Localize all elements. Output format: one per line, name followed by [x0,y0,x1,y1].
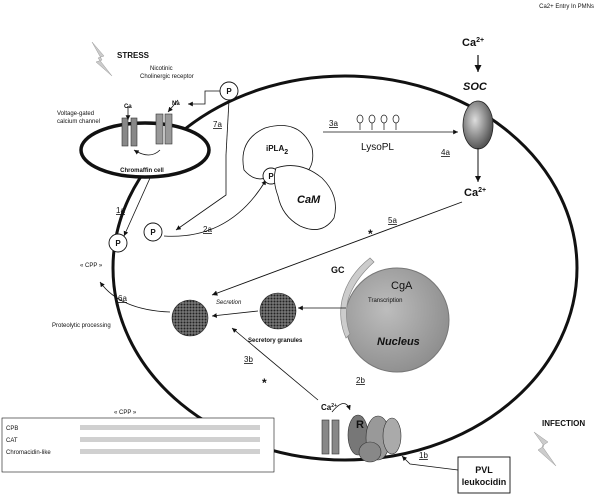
svg-text:P: P [226,87,232,96]
header-title: Ca2+ Entry In PMNs [539,4,594,10]
step-2b: 2b [356,376,365,385]
cam-label: CaM [297,194,321,206]
svg-text:P: P [150,228,156,237]
gc-label: GC [331,265,345,275]
asterisk-5a: * [368,227,373,241]
chromaffin-cell [79,121,211,179]
step-7a: 7a [213,120,222,129]
cpp-row-2: CAT [6,438,18,444]
phosphate-top: P [219,81,239,101]
pmn-cell-membrane [111,74,579,462]
step-1a: 1a [116,206,125,215]
infection-title: INFECTION [542,419,585,428]
cpp-table-title: « CPP » [114,410,137,416]
secretory-granule-outer [171,299,209,337]
phosphate-left: P [108,233,128,253]
step-3a: 3a [329,119,338,128]
step-4a: 4a [441,148,450,157]
step-5a: 5a [388,216,397,225]
cpp-table-box [1,417,275,473]
step-6a: 6a [118,294,127,303]
nicotinic-receptor [155,113,173,145]
cpp-row-1: CPB [6,426,18,432]
step-2a: 2a [203,225,212,234]
nicotinic-label: Nicotinic [150,66,173,72]
secretory-granule-inner [259,292,297,330]
pvl-box [457,456,511,494]
calmodulin [274,165,336,230]
cholinergic-label: Cholinergic receptor [140,74,194,80]
ipla2-label: iPLA2 [266,144,288,156]
transcription-label: Transcription [368,298,402,304]
soc-label: SOC [463,81,488,93]
infection-channel [321,419,340,455]
golgi-complex [340,257,375,339]
asterisk-3b: * [262,376,267,390]
voltage-gated-calcium-channel [121,117,138,147]
proteolytic-label: Proteolytic processing [52,323,111,329]
stress-title: STRESS [117,51,150,60]
pvl-label-2: leukocidin [462,477,507,487]
svg-text:P: P [268,172,274,181]
receptor-r-label: R [356,419,364,431]
nucleus-label: Nucleus [377,336,420,348]
step-1b: 1b [419,451,428,460]
cpp-row-3: Chromacidin-like [6,450,51,456]
pvl-receptor-complex [347,414,402,463]
chromaffin-cell-label: Chromaffin cell [120,168,164,174]
secretion-label: Secretion [216,300,242,306]
voltage-gated-label-2: calcium channel [57,119,100,125]
stress-lightning-icon [91,41,113,77]
ca-bottom-label: Ca2+ [464,187,486,199]
ca-infection-label: Ca2+ [321,403,337,412]
voltage-gated-label-1: Voltage-gated [57,111,94,117]
infection-lightning-icon [533,431,557,467]
svg-text:P: P [115,239,121,248]
soc-channel [462,100,494,150]
pvl-label-1: PVL [475,465,493,475]
ca-top-label: Ca2+ [462,37,484,49]
phosphate-right: P [143,222,163,242]
lysopl-molecules [356,114,400,130]
na-label: Na [172,101,180,107]
lysopl-label: LysoPL [361,142,394,153]
cga-label: CgA [391,280,413,292]
step-3b: 3b [244,355,253,364]
secretory-granules-label: Secretory granules [248,338,303,344]
cpp-label: « CPP » [80,263,103,269]
cpp-sequence-glyphs [80,425,260,454]
